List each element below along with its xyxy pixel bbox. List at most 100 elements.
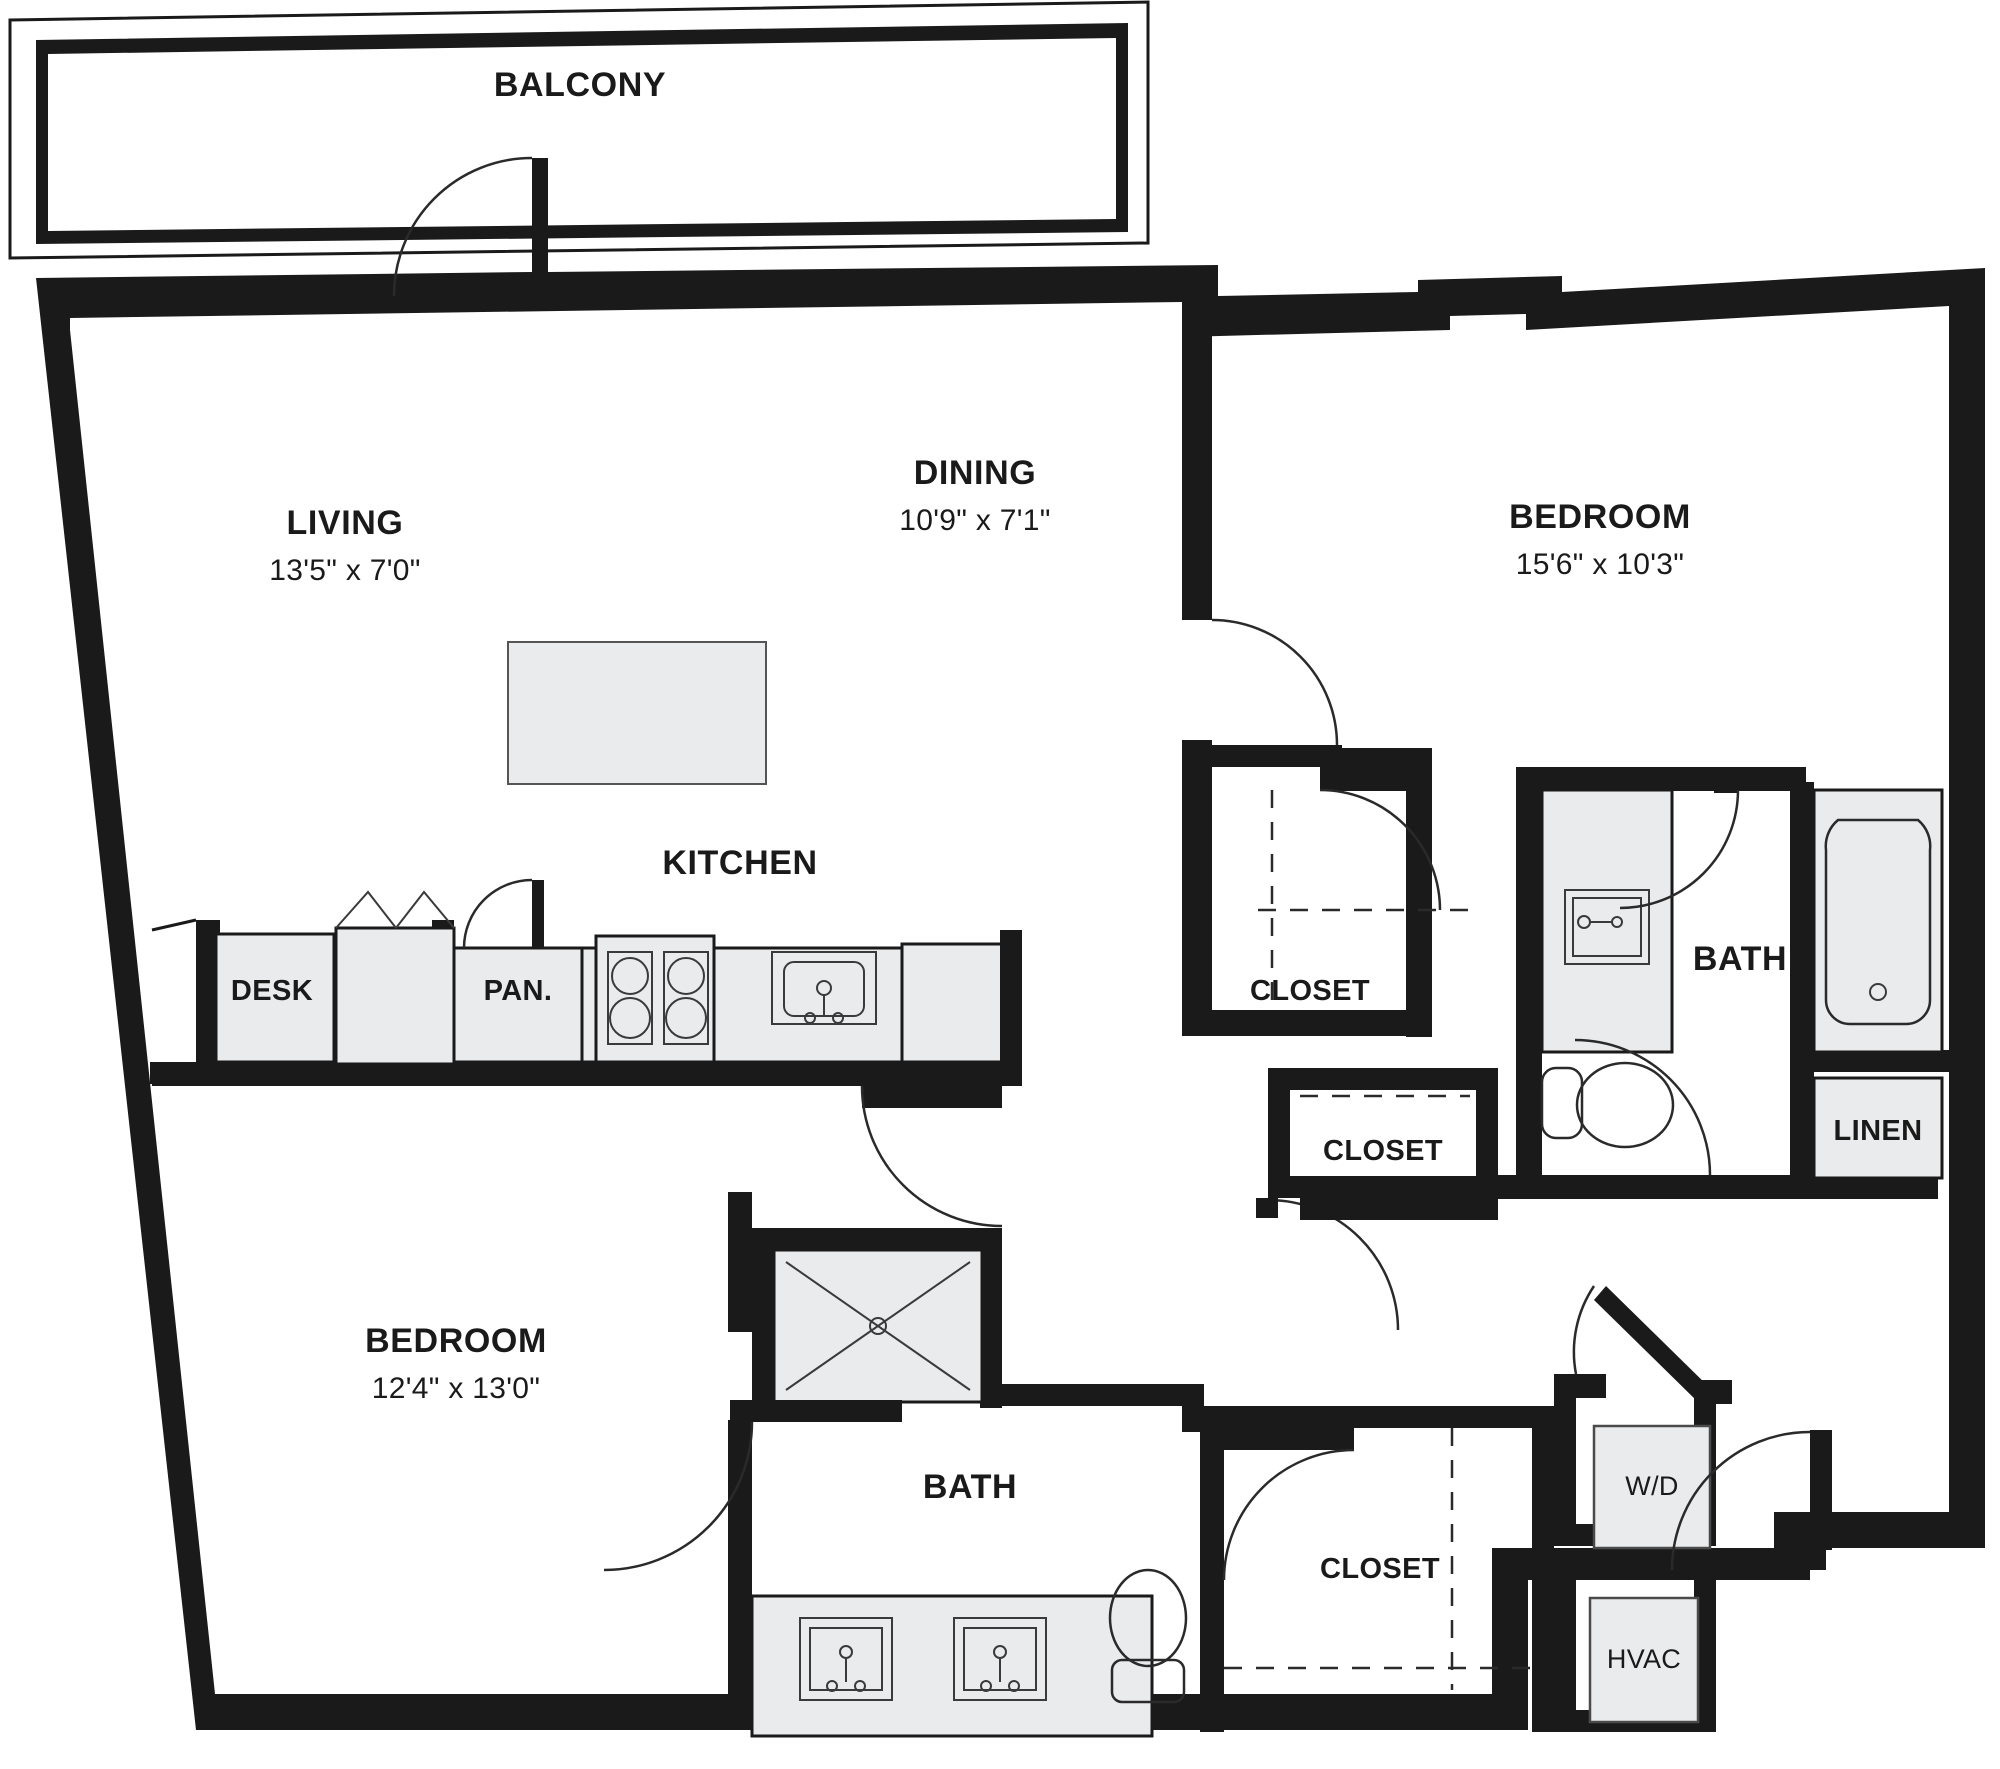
wall-kitchen-lower <box>152 1062 1022 1086</box>
linen-label: LINEN <box>1834 1115 1923 1147</box>
hvac-label: HVAC <box>1607 1644 1681 1674</box>
range-burner-group-right <box>663 951 709 1045</box>
shower-diagonal-2 <box>785 1261 971 1391</box>
bedroom2-door-swing <box>860 1085 1003 1228</box>
pantry-body <box>452 946 584 1064</box>
wall-hall-door-jamb <box>1256 1198 1278 1218</box>
kitchen-label: KITCHEN <box>662 844 817 882</box>
wd-door-swing <box>1572 1285 1596 1375</box>
wall-closet-small-bottom <box>1268 1176 1498 1198</box>
closet-walk-door-swing <box>1319 788 1442 911</box>
bath2-label: BATH <box>923 1468 1017 1506</box>
balcony-outer-rail <box>8 0 1150 260</box>
bath2-vanity-counter <box>750 1594 1154 1738</box>
dining-dimensions: 10'9" x 7'1" <box>899 504 1050 537</box>
closet-small-label: CLOSET <box>1323 1135 1443 1167</box>
wall-tub-left <box>1790 782 1814 1072</box>
balcony-door-swing <box>392 156 533 297</box>
wall-bed2-right <box>728 1420 752 1720</box>
hall-door-swing <box>1267 1198 1400 1331</box>
wall-tub-bottom <box>1790 1050 1950 1072</box>
desk-surface <box>214 932 336 1064</box>
living-label: LIVING <box>287 504 404 542</box>
wall-header-bedroom1 <box>1182 745 1342 767</box>
bathtub-basin <box>1824 818 1932 1026</box>
wall-closet-small-top <box>1268 1068 1498 1090</box>
bedroom1-label: BEDROOM <box>1509 498 1691 536</box>
bath2-toilet-icon <box>1108 1568 1188 1704</box>
room-labels: BALCONY LIVING 13'5" x 7'0" DINING 10'9"… <box>269 66 1691 1405</box>
bath2-sink-left <box>799 1617 893 1701</box>
wall-wd-left <box>1554 1396 1576 1546</box>
bath2-sink-right <box>953 1617 1047 1701</box>
range-burner-group-left <box>607 951 653 1045</box>
interior-partition-walls: CLOSET CLOSET <box>150 156 1950 1738</box>
dining-label: DINING <box>914 454 1037 492</box>
bath2-door-swing <box>603 1421 754 1572</box>
bath1-label: BATH <box>1693 940 1787 978</box>
wall-desk-angle <box>151 918 197 932</box>
shower-drain-icon <box>869 1317 887 1335</box>
closet-bed2-label: CLOSET <box>1320 1553 1440 1585</box>
wall-closet-bed2-right <box>1532 1406 1554 1732</box>
wall-wd-top-left <box>1554 1374 1606 1398</box>
bedroom2-dimensions: 12'4" x 13'0" <box>372 1372 540 1405</box>
pantry-label: PAN. <box>484 975 553 1007</box>
wall-wd-angled <box>1594 1286 1712 1404</box>
kitchen-faucet-icon <box>804 980 844 1024</box>
bedroom1-dimensions: 15'6" x 10'3" <box>1516 548 1684 581</box>
fridge-door-right <box>395 890 455 929</box>
wall-bath2-left-top <box>730 1192 752 1252</box>
wall-closet-walk-bottom <box>1182 1010 1432 1036</box>
desk-label: DESK <box>231 975 313 1007</box>
wall-closet-bed2-top <box>1224 1406 1554 1428</box>
bedroom1-door-swing <box>1211 618 1339 746</box>
wall-bath2-top-right <box>1002 1384 1202 1406</box>
wall-bath1-left <box>1516 767 1542 1197</box>
building-envelope <box>36 158 1985 1730</box>
bath1-faucet-icon <box>1577 915 1623 929</box>
bath1-toilet-icon <box>1540 1061 1675 1149</box>
wall-bath1-vanity-jamb <box>1714 767 1738 793</box>
balcony-label: BALCONY <box>494 66 666 104</box>
burner-icon-4 <box>665 997 707 1039</box>
refrigerator <box>334 926 456 1066</box>
wall-closet-walk-left <box>1182 767 1212 1032</box>
fridge-door-left <box>335 890 397 929</box>
bedroom2-label: BEDROOM <box>365 1322 547 1360</box>
wall-hall-top <box>1300 1198 1498 1220</box>
burner-icon-2 <box>609 997 651 1039</box>
closet-walk-label: CLOSET <box>1250 975 1370 1007</box>
hvac-unit <box>1588 1596 1700 1724</box>
balcony-region <box>8 0 1150 260</box>
wall-bath2-bottomleft <box>752 1400 902 1422</box>
bathtub-surround <box>1812 788 1944 1054</box>
burner-icon-1 <box>611 957 649 995</box>
wall-linen-left <box>1790 1072 1814 1180</box>
wall-kitchen-end <box>1000 930 1022 1070</box>
wall-shower-right <box>980 1228 1002 1408</box>
living-island <box>507 641 767 785</box>
counter-segment-2 <box>712 946 904 1064</box>
wall-entry-threshold <box>1716 1548 1826 1570</box>
wall-hvac-right <box>1694 1556 1716 1732</box>
wall-bath1-top <box>1516 767 1806 791</box>
wall-shower-top <box>752 1228 1002 1250</box>
kitchen-sink-outer <box>771 951 877 1025</box>
wall-closet-small-left <box>1268 1068 1290 1198</box>
burner-icon-3 <box>667 957 705 995</box>
wall-dining-bedroom1 <box>1182 302 1212 620</box>
closet-bed2-door-swing <box>1222 1448 1355 1581</box>
linen-closet-body <box>1812 1076 1944 1180</box>
wd-label: W/D <box>1625 1471 1678 1501</box>
wall-bath2-corner <box>1182 1384 1204 1432</box>
living-dimensions: 13'5" x 7'0" <box>269 554 420 587</box>
wall-closet-walk-right <box>1406 767 1432 1037</box>
balcony-inner-rail <box>36 23 1128 244</box>
wall-hvac-top <box>1554 1556 1716 1578</box>
wall-bath2-left-notch <box>730 1400 752 1422</box>
wall-bed2-entry-header <box>862 1086 1002 1108</box>
bathtub-drain-icon <box>1869 983 1887 1001</box>
wall-closet-small-right <box>1476 1068 1498 1198</box>
